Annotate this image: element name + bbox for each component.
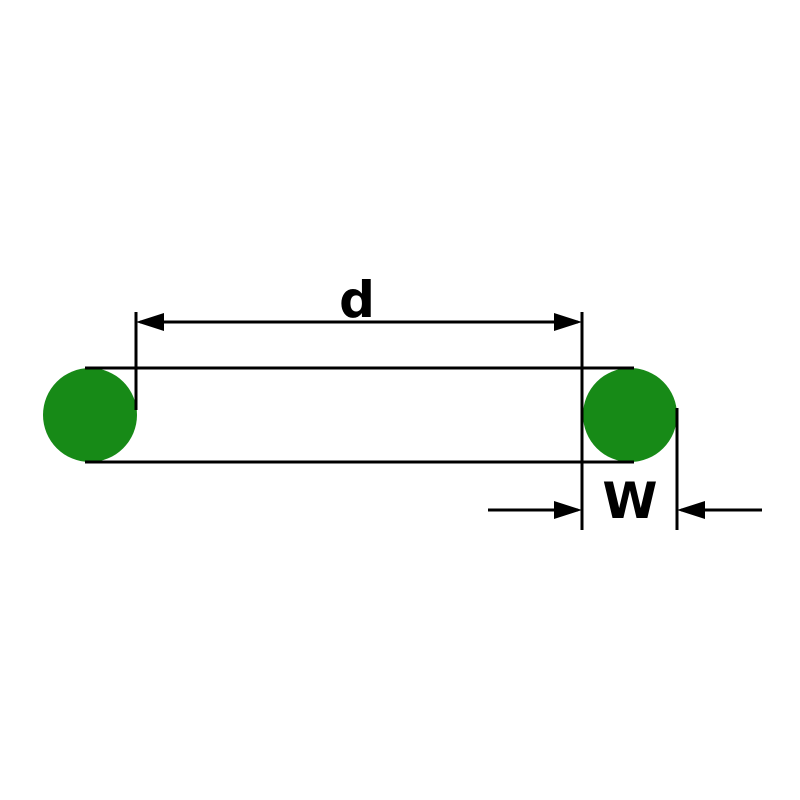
w-arrowhead-right-icon: [677, 501, 705, 519]
cross-section-width-label: W: [602, 472, 657, 530]
w-arrowhead-left-icon: [554, 501, 582, 519]
d-arrowhead-left-icon: [136, 313, 164, 331]
oring-cross-section-right: [583, 368, 677, 462]
inner-diameter-label: d: [339, 271, 375, 329]
oring-cross-section-left: [43, 368, 137, 462]
d-arrowhead-right-icon: [554, 313, 582, 331]
